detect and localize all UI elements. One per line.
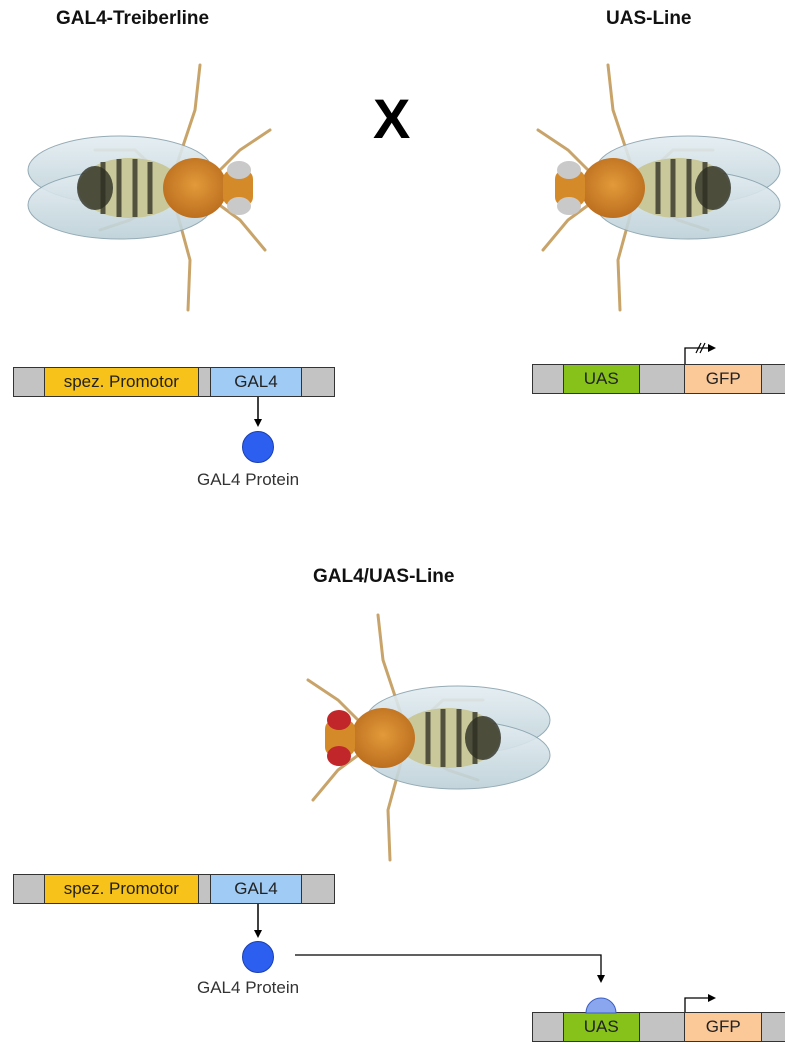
offspring-gal4-protein-label: GAL4 Protein [197,978,299,998]
promoter-segment: spez. Promotor [45,368,199,396]
offspring-gal4-gene-segment: GAL4 [211,875,302,903]
offspring-driver-spacer-left [14,875,45,903]
offspring-uas-spacer-mid [640,1013,686,1041]
gal4-protein-circle [241,430,275,464]
offspring-line-title: GAL4/UAS-Line [313,566,454,588]
bound-gal4-protein [584,996,618,1014]
gfp-segment: GFP [685,365,762,393]
driver-construct-spacer-right [302,368,334,396]
gal4-gene-segment: GAL4 [211,368,302,396]
offspring-uas-spacer-left [533,1013,564,1041]
cross-symbol: X [373,86,410,151]
uas-fly-image [515,60,785,310]
offspring-driver-spacer-mid [199,875,211,903]
offspring-uas-construct: UAS GFP [532,1012,785,1042]
offspring-uas-spacer-right [762,1013,785,1041]
uas-construct-spacer-mid [640,365,686,393]
offspring-gal4-protein-circle [241,940,275,974]
offspring-gfp-segment: GFP [685,1013,762,1041]
offspring-uas-segment: UAS [564,1013,640,1041]
driver-fly-image [20,60,280,310]
active-transcription-arrow [684,992,720,1012]
driver-construct: spez. Promotor GAL4 [13,367,335,397]
gal4-protein-label: GAL4 Protein [197,470,299,490]
driver-construct-spacer-left [14,368,45,396]
offspring-driver-spacer-right [302,875,334,903]
uas-line-title: UAS-Line [606,8,692,30]
blocked-transcription-arrow [684,342,724,364]
offspring-gal4-expression-arrow [250,904,270,938]
uas-construct-spacer-left [533,365,564,393]
driver-construct-spacer-mid [199,368,211,396]
uas-construct-spacer-right [762,365,785,393]
gal4-expression-arrow [250,397,270,427]
offspring-fly-image [285,610,555,870]
uas-segment: UAS [564,365,640,393]
offspring-driver-construct: spez. Promotor GAL4 [13,874,335,904]
uas-construct: UAS GFP [532,364,785,394]
protein-binding-arrow [295,953,615,985]
driver-line-title: GAL4-Treiberline [56,8,209,30]
offspring-promoter-segment: spez. Promotor [45,875,199,903]
